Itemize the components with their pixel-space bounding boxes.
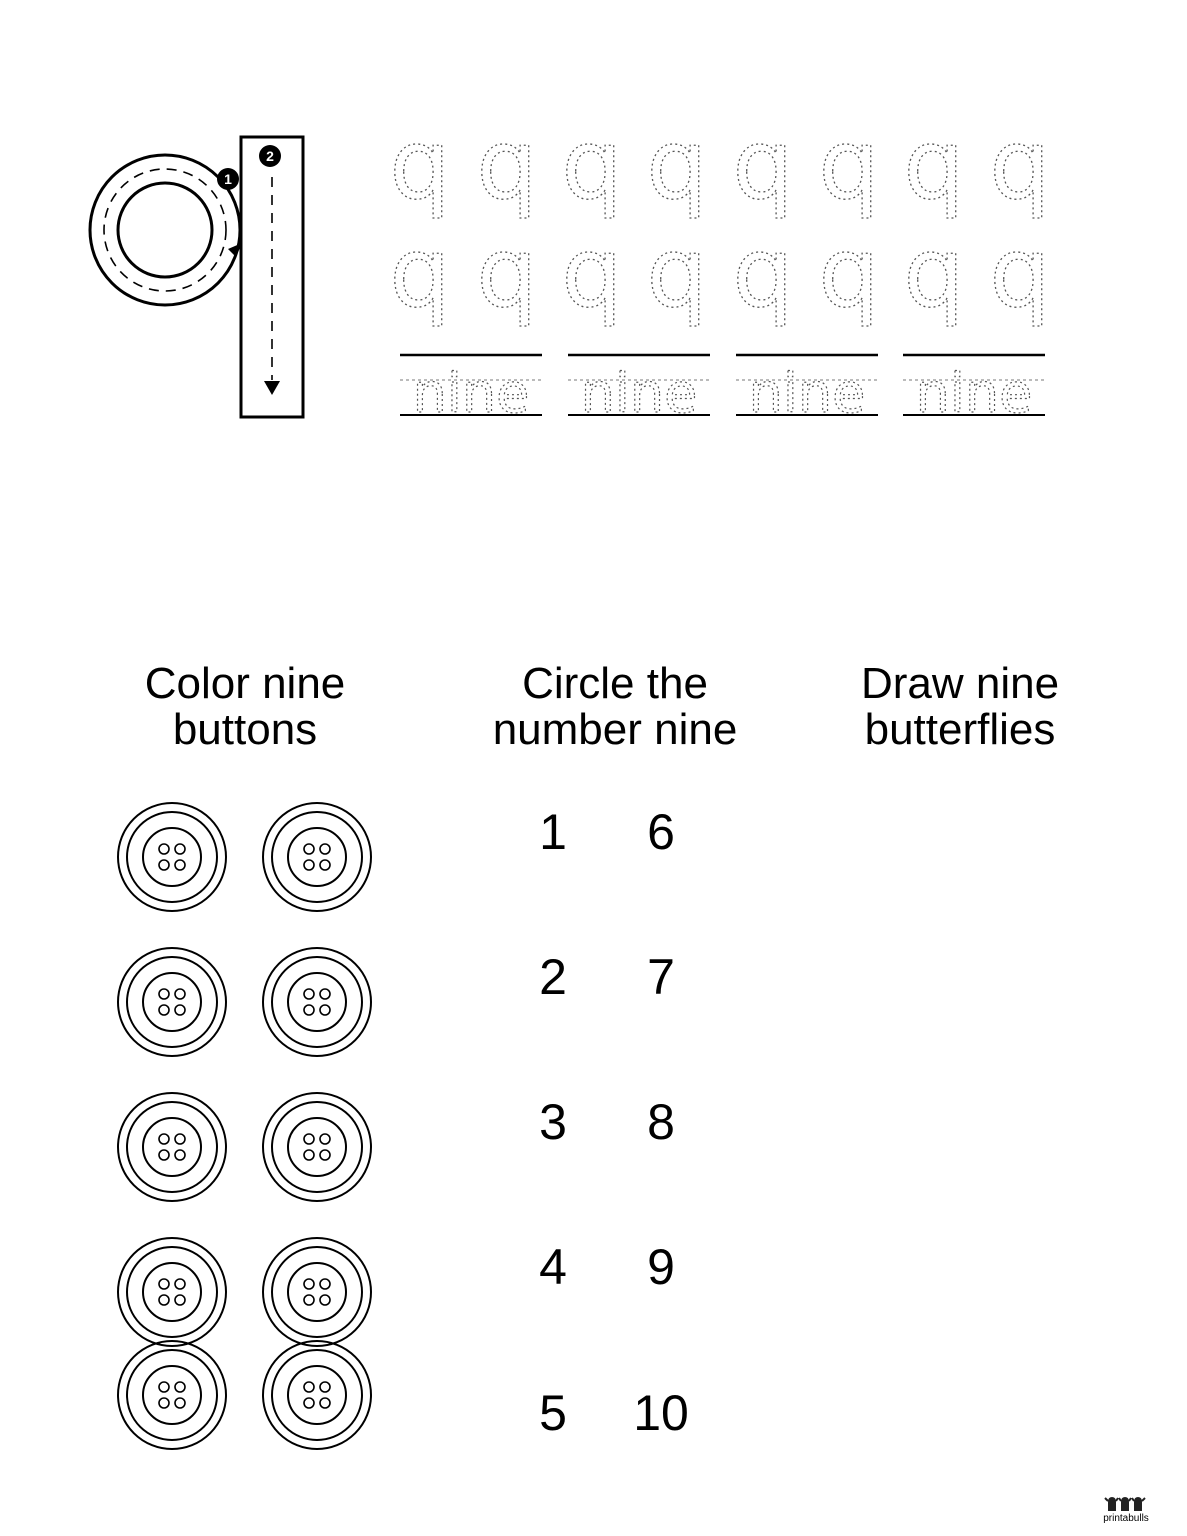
- trace-letter: q: [390, 118, 450, 221]
- trace-word: nine: [581, 362, 698, 425]
- number-option[interactable]: 9: [647, 1239, 675, 1295]
- trace-letter: q: [990, 118, 1051, 221]
- button-icon[interactable]: [117, 1092, 227, 1202]
- trace-word: nine: [413, 362, 530, 425]
- number-option[interactable]: 5: [539, 1385, 567, 1441]
- printabulls-logo: printabulls: [1092, 1493, 1160, 1529]
- trace-word-line: nine: [736, 353, 878, 426]
- number-option[interactable]: 8: [647, 1094, 675, 1150]
- step-1-badge: 1: [217, 168, 239, 190]
- number-option[interactable]: 7: [647, 949, 675, 1005]
- bull-heads-icon: [1104, 1497, 1146, 1511]
- trace-word-line: nine: [903, 353, 1045, 426]
- button-icon[interactable]: [262, 802, 372, 912]
- trace-letter: q: [390, 217, 450, 329]
- number-option[interactable]: 2: [539, 949, 567, 1005]
- button-icon[interactable]: [117, 1340, 227, 1450]
- trace-word-line: nine: [400, 353, 542, 426]
- trace-letter: q: [733, 217, 794, 329]
- trace-letter: q: [562, 217, 623, 329]
- trace-word-line: nine: [568, 353, 710, 426]
- button-icon[interactable]: [262, 947, 372, 1057]
- button-icon[interactable]: [117, 802, 227, 912]
- button-icon[interactable]: [262, 1237, 372, 1347]
- button-coloring-grid: [117, 802, 372, 1450]
- button-icon[interactable]: [117, 1237, 227, 1347]
- button-icon[interactable]: [262, 1340, 372, 1450]
- number-option[interactable]: 10: [633, 1385, 689, 1441]
- trace-letter: q: [477, 118, 538, 221]
- step-2-badge: 2: [259, 145, 281, 167]
- trace-letter: q: [819, 118, 880, 221]
- number-option[interactable]: 6: [647, 804, 675, 860]
- trace-letter: q: [647, 118, 708, 221]
- trace-letter: q: [990, 217, 1051, 329]
- trace-letter: q: [819, 217, 880, 329]
- trace-letter: q: [477, 217, 538, 329]
- svg-text:2: 2: [266, 148, 274, 164]
- trace-word: nine: [916, 362, 1033, 425]
- number-option[interactable]: 4: [539, 1239, 567, 1295]
- trace-word: nine: [749, 362, 866, 425]
- letter-q-stroke-guide: 1 2: [88, 135, 305, 419]
- svg-text:1: 1: [224, 171, 232, 187]
- trace-letter: q: [562, 118, 623, 221]
- button-icon[interactable]: [262, 1092, 372, 1202]
- number-option[interactable]: 3: [539, 1094, 567, 1150]
- button-icon[interactable]: [117, 947, 227, 1057]
- trace-letter: q: [733, 118, 794, 221]
- number-option[interactable]: 1: [539, 804, 567, 860]
- brand-name: printabulls: [1103, 1513, 1149, 1524]
- trace-letter: q: [904, 217, 965, 329]
- trace-letter: q: [904, 118, 965, 221]
- trace-letter: q: [647, 217, 708, 329]
